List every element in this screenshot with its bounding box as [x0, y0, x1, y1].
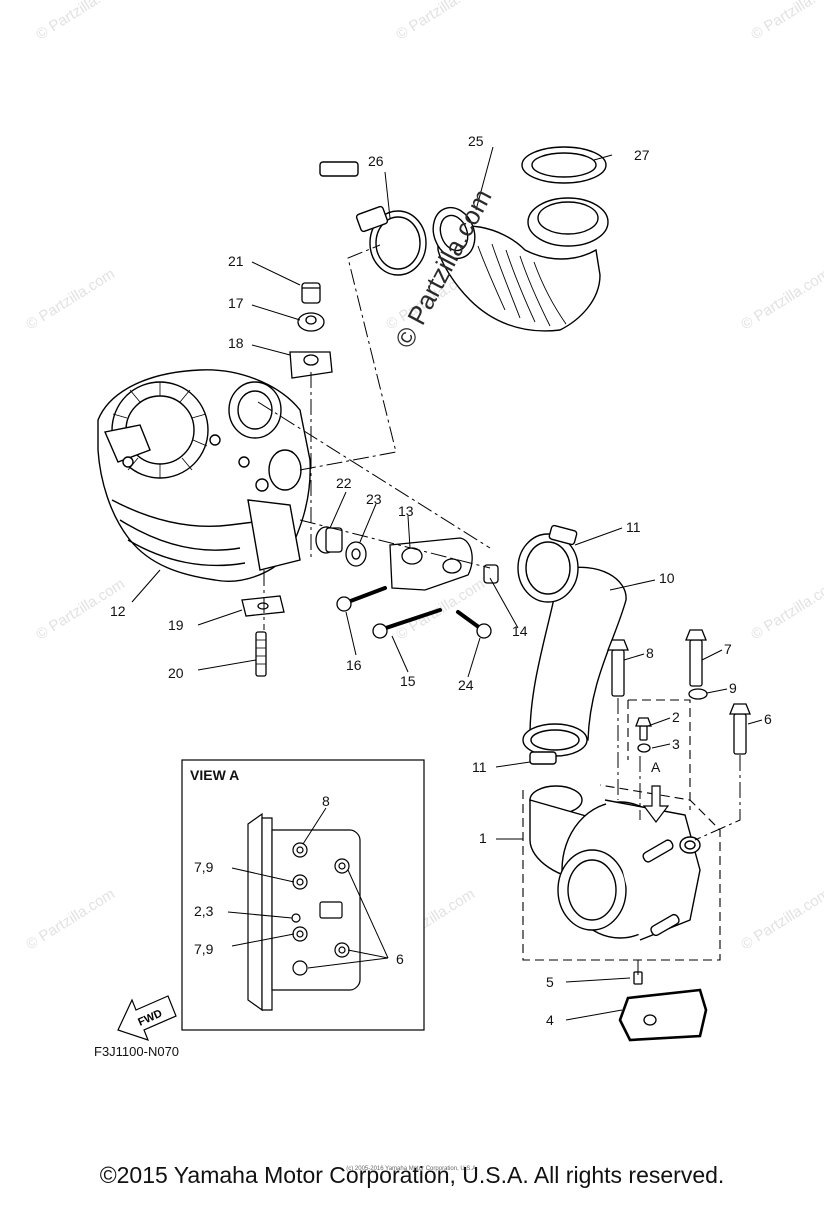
callout-15: 15	[400, 673, 416, 689]
fine-print: (c) 2005-2016 Yamaha Motor Corporation, …	[346, 1166, 478, 1172]
bolts-parts	[607, 629, 751, 1042]
callout-11-bottom: 11	[472, 759, 487, 775]
pad-stud-parts	[241, 595, 285, 677]
callout-3: 3	[672, 736, 680, 752]
callout-13: 13	[398, 503, 414, 519]
watermark-text: © Partzilla.com	[748, 575, 824, 643]
callout-22: 22	[336, 475, 352, 491]
view-a-label-7-9-bottom: 7,9	[194, 941, 214, 957]
assembly-outline	[522, 699, 721, 961]
callout-2: 2	[672, 709, 680, 725]
callout-24: 24	[458, 677, 474, 693]
callout-21: 21	[228, 253, 244, 269]
callout-5: 5	[546, 974, 554, 990]
watermark-text: © Partzilla.com	[23, 265, 118, 333]
callout-23: 23	[366, 491, 382, 507]
callout-19: 19	[168, 617, 184, 633]
copyright-footer: ©2015 Yamaha Motor Corporation, U.S.A. A…	[99, 1162, 725, 1188]
outlet-housing-part	[529, 785, 701, 941]
outlet-hose-part	[517, 524, 627, 765]
view-a-title: VIEW A	[190, 767, 239, 783]
watermark-text: © Partzilla.com	[33, 0, 128, 43]
callout-18: 18	[228, 335, 244, 351]
callout-10: 10	[659, 570, 675, 586]
watermark-text: © Partzilla.com	[23, 885, 118, 953]
callout-8: 8	[646, 645, 654, 661]
view-a-label-7-9-top: 7,9	[194, 859, 214, 875]
mount-stack-part	[289, 282, 333, 379]
fwd-arrow-icon: FWD	[117, 995, 177, 1041]
callout-9: 9	[729, 680, 737, 696]
callout-16: 16	[346, 657, 362, 673]
view-a-label-6: 6	[396, 951, 404, 967]
callout-25: 25	[468, 133, 484, 149]
drawing-code: F3J1100-N070	[94, 1044, 180, 1059]
callout-4: 4	[546, 1012, 554, 1028]
bracket-parts	[315, 526, 499, 639]
assembly-lines	[257, 244, 741, 975]
callout-1: 1	[479, 830, 487, 846]
callout-labels: 1 2 3 4 5 6 7 8 9 10 11 11 12 13 14 15 1…	[110, 133, 772, 1028]
callout-14: 14	[512, 623, 528, 639]
callout-11-top: 11	[626, 519, 641, 535]
callout-27: 27	[634, 147, 650, 163]
view-a-label-2-3: 2,3	[194, 903, 214, 919]
view-arrow-a: A	[642, 759, 670, 823]
watermark-text: © Partzilla.com	[738, 265, 824, 333]
watermark-text: © Partzilla.com	[738, 885, 824, 953]
callout-7: 7	[724, 641, 732, 657]
callout-12: 12	[110, 603, 126, 619]
arrow-a-label: A	[651, 759, 661, 775]
watermark-text: © Partzilla.com	[393, 0, 488, 43]
callout-17: 17	[228, 295, 244, 311]
leader-lines	[131, 146, 763, 1021]
exhaust-manifold-part	[97, 369, 311, 582]
intake-hose-part	[319, 146, 609, 332]
callout-20: 20	[168, 665, 184, 681]
callout-6: 6	[764, 711, 772, 727]
view-a-label-8: 8	[322, 793, 330, 809]
callout-26: 26	[368, 153, 384, 169]
watermark-text: © Partzilla.com	[748, 0, 824, 43]
view-a-inset: VIEW A 8 7,9 2,3 7,9 6	[181, 759, 425, 1031]
